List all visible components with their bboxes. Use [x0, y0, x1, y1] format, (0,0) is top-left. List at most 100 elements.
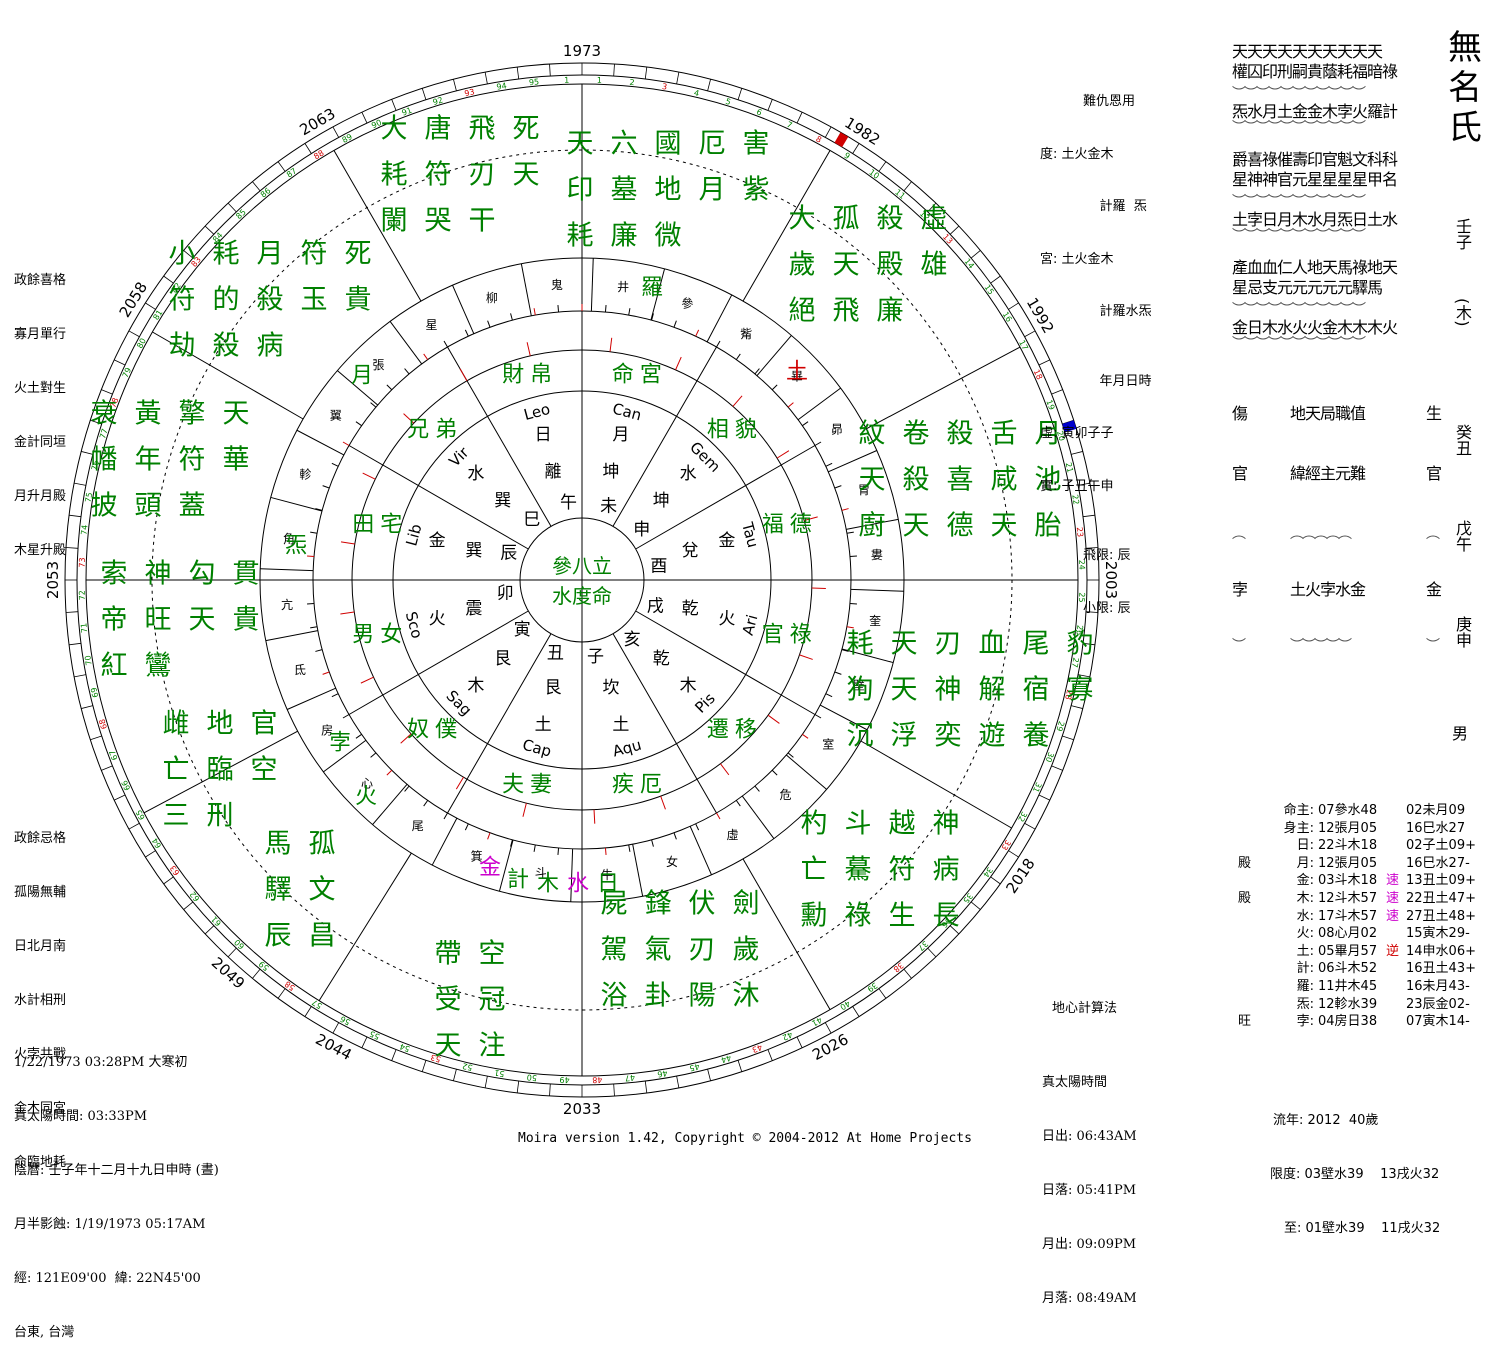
mansion-tick — [534, 845, 535, 852]
palace-star-char: 駕 — [601, 935, 628, 966]
palace-star-char: 墓 — [611, 175, 638, 206]
palace-star-char: 刃 — [935, 629, 962, 660]
mansion-tick — [772, 385, 777, 390]
palace-star-char: 病 — [933, 855, 960, 886]
scale-tick — [74, 675, 86, 677]
outer-year-label: 1982 — [841, 114, 883, 150]
star-sign: 15寅木29- — [1406, 925, 1470, 943]
star-prefix: 殿 — [1238, 890, 1251, 908]
mansion-tick — [558, 305, 559, 312]
red-marker — [594, 810, 595, 824]
mansion-divider — [707, 295, 732, 342]
star-sign: 16巳水27- — [1406, 855, 1470, 873]
moonrise: 月出: 09:09PM — [1042, 1236, 1137, 1254]
birth-date: 1/22/1973 03:28PM 大寒初 — [14, 1054, 219, 1072]
age-number: 57 — [310, 998, 323, 1011]
branch-trigram: 震 — [465, 599, 482, 619]
palace-star-char: 雌 — [163, 709, 190, 740]
palace-star-char: 黃 — [135, 399, 162, 430]
info-line-2: 度: 土火金木 — [1040, 146, 1152, 164]
age-number: 1 — [564, 76, 569, 85]
day-pillar: 庚申 — [1452, 616, 1472, 670]
mansion-tick — [310, 532, 317, 533]
house-label-char2: 德 — [790, 513, 812, 538]
scale-tick — [252, 969, 260, 978]
sunset: 日落: 05:41PM — [1042, 1182, 1137, 1200]
info-line-7: 虛: 寅卯子子 — [1040, 425, 1152, 443]
mansion-divider — [260, 569, 313, 571]
palace-star-char: 大 — [789, 204, 816, 235]
star-sign: 16巳水27 — [1406, 820, 1465, 838]
star-motion: 逆 — [1386, 943, 1399, 961]
mansion-divider — [297, 430, 344, 455]
col-c-1: 生 — [1426, 404, 1451, 424]
mansion-tick — [826, 694, 832, 697]
scale-tick — [114, 360, 125, 365]
mansion-tick — [323, 672, 330, 674]
brace-1: ︶︶︶︶︶︶︶︶︶︶︶ — [1232, 88, 1447, 100]
mansion-divider — [271, 497, 322, 511]
age-number: 2 — [629, 78, 635, 87]
palace-star-char: 勾 — [189, 559, 216, 590]
branch-trigram: 巽 — [465, 541, 482, 561]
age-number: 72 — [78, 590, 87, 600]
palace-star-char: 孤 — [833, 204, 860, 235]
name-char-1: 無 — [1448, 28, 1488, 68]
outer-year-label: 2033 — [563, 1100, 601, 1118]
palace-star-char: 月 — [699, 175, 726, 206]
palace-star-char: 天 — [891, 629, 918, 660]
mansion-label: 井 — [617, 280, 629, 294]
star-degree: 06斗木52 — [1318, 960, 1377, 978]
scale-tick — [645, 67, 647, 79]
scale-tick — [1052, 766, 1063, 770]
house-label-char2: 移 — [735, 717, 757, 742]
scale-tick — [101, 766, 112, 770]
mansion-tick — [405, 369, 409, 374]
palace-star-char: 劫 — [169, 331, 196, 362]
palace-star-char: 奕 — [935, 721, 962, 752]
star-name: 炁: — [1297, 996, 1314, 1014]
scale-tick — [278, 989, 285, 999]
header-info: 難仇恩用 度: 土火金木 計羅 炁 宮: 土火金木 計羅水炁 年月日時 虛: 寅… — [1040, 58, 1152, 635]
scale-tick — [90, 736, 101, 740]
branch-name: 卯 — [497, 584, 514, 604]
age-number: 5 — [724, 97, 732, 107]
house-label-char1: 疾 — [612, 772, 634, 797]
scale-tick — [853, 1006, 859, 1016]
age-number: 69 — [89, 687, 100, 699]
col-b-4: 土火孛水金 — [1290, 580, 1365, 600]
note: 金計同垣 — [14, 434, 66, 452]
age-number: 71 — [79, 622, 89, 633]
brace-6: ︶︶︶︶︶︶︶︶︶︶︶ — [1232, 338, 1447, 350]
branch-name: 申 — [633, 520, 650, 540]
scale-tick — [904, 969, 912, 978]
scale-tick — [708, 1069, 711, 1081]
age-number: 37 — [916, 939, 930, 953]
age-number: 54 — [398, 1042, 411, 1054]
age-number: 17 — [1017, 339, 1030, 352]
mansion-tick — [850, 556, 857, 557]
year-pillar: 壬子 — [1452, 218, 1472, 258]
col-b: 地天局職值 緯經主元難 ︵︵︵︵︵ 土火孛水金 ︶︶︶︶︶ — [1290, 364, 1365, 692]
palace-star-char: 驀 — [845, 855, 872, 886]
palace-star-char: 喜 — [947, 465, 974, 496]
scale-tick — [101, 390, 112, 394]
age-number: 43 — [751, 1042, 764, 1054]
mansion-divider — [798, 388, 841, 420]
palace-star-char: 符 — [889, 855, 916, 886]
scale-tick — [517, 1081, 519, 1093]
age-number: 31 — [1031, 781, 1043, 794]
mansion-tick — [815, 715, 821, 719]
brace-5: ︶︶︶︶︶︶︶︶︶︶︶ — [1232, 304, 1447, 316]
branch-name: 丑 — [547, 643, 564, 663]
mansion-tick — [847, 532, 854, 533]
star-name: 命主: — [1284, 802, 1314, 820]
mansion-label: 軫 — [299, 467, 311, 482]
palace-star-char: 養 — [1023, 721, 1050, 752]
palace-star-char: 雄 — [921, 250, 948, 281]
mansion-tick — [842, 509, 849, 511]
palace-star-char: 神 — [933, 809, 960, 840]
footer-copyright: Moira version 1.42, Copyright © 2004-201… — [518, 1130, 972, 1147]
